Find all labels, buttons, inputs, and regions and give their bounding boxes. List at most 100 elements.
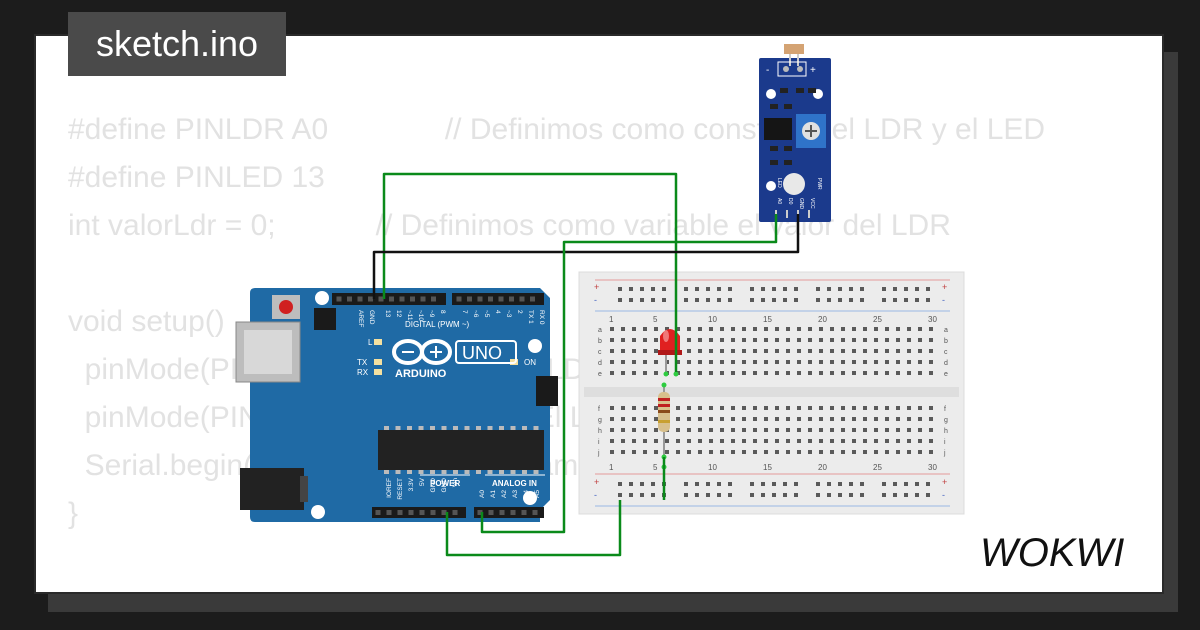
rail-hole (783, 493, 787, 497)
arduino-infinity-icon (392, 339, 452, 365)
wire-gnd-sensor[interactable] (372, 214, 800, 299)
breadboard-hole (918, 327, 922, 331)
analog-header[interactable] (474, 507, 544, 518)
rail-hole (816, 482, 820, 486)
breadboard-hole (808, 338, 812, 342)
bottom-header-holes (375, 510, 538, 515)
breadboard-hole (742, 327, 746, 331)
breadboard-hole (797, 450, 801, 454)
breadboard-hole (720, 439, 724, 443)
breadboard-hole (819, 417, 823, 421)
smd-component (770, 160, 778, 165)
breadboard-hole (775, 450, 779, 454)
rail-hole (662, 287, 666, 291)
rail-hole (827, 298, 831, 302)
smd-component (770, 104, 778, 109)
header-hole (375, 510, 381, 515)
wires[interactable] (372, 172, 800, 557)
rail-hole (849, 493, 853, 497)
breadboard-hole (698, 439, 702, 443)
breadboard-hole (654, 428, 658, 432)
breadboard-hole (819, 406, 823, 410)
resistor[interactable] (658, 384, 670, 456)
breadboard-hole (665, 327, 669, 331)
polarity-plus: + (810, 65, 816, 76)
wire-gnd-rail[interactable] (445, 500, 622, 557)
wire-a0-sensor[interactable] (480, 214, 778, 534)
breadboard-hole (698, 371, 702, 375)
breadboard-hole (775, 439, 779, 443)
wire-pin13-led[interactable] (382, 172, 678, 372)
smd-component (770, 146, 778, 151)
breadboard-hole (907, 371, 911, 375)
chip-pin (499, 470, 504, 474)
breadboard-hole (654, 439, 658, 443)
rail-hole (882, 287, 886, 291)
breadboard-hole (863, 371, 867, 375)
header-hole (397, 510, 403, 515)
breadboard-hole (632, 360, 636, 364)
analog-pin-label: A3 (512, 490, 519, 498)
breadboard-hole (621, 428, 625, 432)
breadboard-hole (918, 439, 922, 443)
breadboard-hole (687, 327, 691, 331)
board-name: UNO (462, 343, 502, 363)
rail-hole (860, 493, 864, 497)
breadboard-rail-marks: ++--++-- (594, 282, 947, 500)
breadboard-hole (863, 338, 867, 342)
power-header[interactable] (372, 507, 466, 518)
breadboard-hole (731, 371, 735, 375)
breadboard-hole (621, 338, 625, 342)
breadboard-hole (797, 327, 801, 331)
row-letter: j (943, 450, 946, 457)
header-hole (441, 510, 447, 515)
header-hole (430, 510, 436, 515)
breadboard-hole (885, 428, 889, 432)
breadboard-hole (720, 338, 724, 342)
breadboard-hole (720, 450, 724, 454)
chip-pin (476, 426, 481, 430)
analog-pin-label: A5 (534, 490, 541, 498)
breadboard-hole (786, 371, 790, 375)
rail-plus-mark: + (594, 477, 599, 487)
row-letter: a (944, 327, 948, 334)
breadboard-hole (775, 338, 779, 342)
rail-hole (640, 493, 644, 497)
digital-header-right[interactable] (452, 293, 544, 305)
column-number: 10 (708, 463, 717, 472)
breadboard-hole (764, 439, 768, 443)
breadboard-hole (808, 450, 812, 454)
breadboard-hole (610, 360, 614, 364)
led-rx (374, 369, 382, 375)
breadboard-hole (841, 417, 845, 421)
breadboard-hole (753, 349, 757, 353)
breadboard-hole (786, 450, 790, 454)
breadboard-hole (819, 371, 823, 375)
breadboard-hole (654, 360, 658, 364)
breadboard-hole (863, 417, 867, 421)
breadboard-hole (874, 338, 878, 342)
header-hole (498, 296, 504, 302)
row-letter: j (597, 450, 600, 457)
breadboard-hole (720, 360, 724, 364)
rail-hole (772, 493, 776, 497)
rail-hole (706, 298, 710, 302)
chip-pin (453, 470, 458, 474)
analog-pin-label: A0 (479, 490, 486, 498)
rail-hole (695, 482, 699, 486)
breadboard-hole (643, 327, 647, 331)
breadboard-holes (610, 287, 933, 497)
breadboard-hole (808, 371, 812, 375)
chip-pin (384, 470, 389, 474)
rail-hole (926, 298, 930, 302)
rail-hole (750, 287, 754, 291)
breadboard-hole (874, 406, 878, 410)
breadboard-hole (885, 406, 889, 410)
